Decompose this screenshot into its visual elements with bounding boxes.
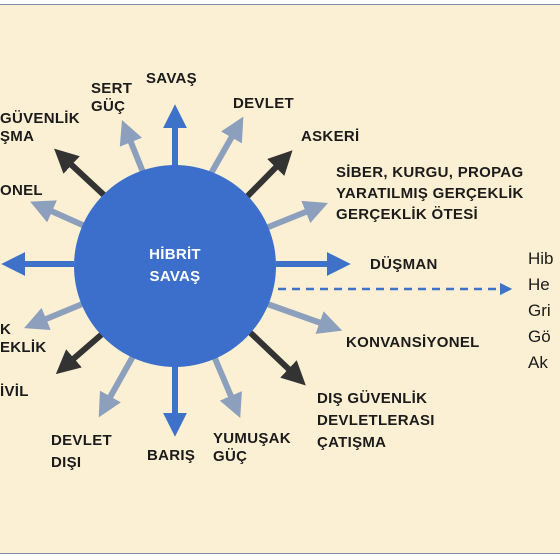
center-label: HİBRİT SAVAŞ <box>130 244 220 288</box>
label-savas: SAVAŞ <box>146 70 197 87</box>
label-askeri: ASKERİ <box>301 128 360 145</box>
center-line-2: SAVAŞ <box>149 268 201 285</box>
side-list-item: Gö <box>528 327 551 346</box>
label-konvansiyonel: KONVANSİYONEL <box>346 334 480 351</box>
label-onel: ONEL <box>0 182 43 199</box>
label-sivil: İVİL <box>0 383 29 400</box>
label-devlet: DEVLET <box>233 95 294 112</box>
central-circle <box>74 165 276 367</box>
side-list: Hib He Gri Gö Ak <box>528 246 554 376</box>
label-siber: SİBER, KURGU, PROPAG YARATILMIŞ GERÇEKLİ… <box>336 164 524 223</box>
label-devlet-disi: DEVLET DIŞI <box>51 432 112 471</box>
label-yumusak-guc: YUMUŞAK GÜÇ <box>213 430 291 465</box>
arrow-konvansiyonel <box>257 298 343 334</box>
label-dis-guvenlik: DIŞ GÜVENLİK DEVLETLERASI ÇATIŞMA <box>317 390 435 451</box>
label-baris: BARIŞ <box>147 447 196 464</box>
label-dusman: DÜŞMAN <box>370 256 438 273</box>
side-list-item: Ak <box>528 353 548 372</box>
side-list-item: Gri <box>528 301 551 320</box>
label-sert-guc: SERT GÜÇ <box>91 80 133 115</box>
side-list-item: Hib <box>528 249 554 268</box>
label-ekik: K EKLİK <box>0 321 47 356</box>
center-line-1: HİBRİT <box>149 246 201 263</box>
side-list-item: He <box>528 275 550 294</box>
label-guvenlik: GÜVENLİK ŞMA <box>0 110 80 145</box>
